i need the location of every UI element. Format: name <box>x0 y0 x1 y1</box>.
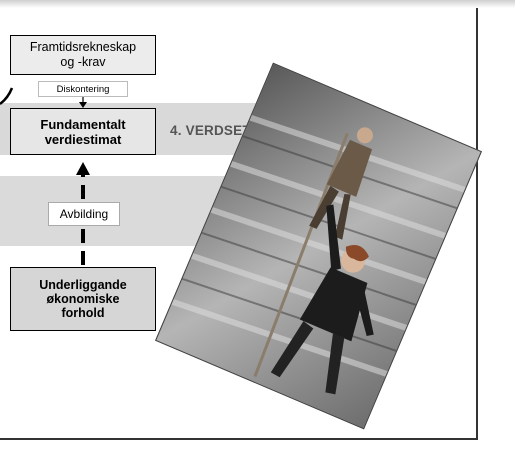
woman-figure <box>270 204 374 395</box>
fundamental-value-line2: verdiestimat <box>44 131 122 147</box>
banknote-texture <box>156 108 480 382</box>
fundamental-value-line1: Fundamentalt <box>40 116 126 132</box>
economic-conditions-box: Underliggande økonomiske forhold <box>10 267 156 331</box>
economic-conditions-line2: økonomiske <box>46 292 120 306</box>
man-figure <box>309 127 373 240</box>
edge-curve <box>0 87 14 105</box>
future-accounts-line1: Framtidsrekneskap <box>29 40 137 54</box>
economic-conditions-line3: forhold <box>61 306 105 320</box>
rope <box>253 132 349 378</box>
mapping-arrowhead <box>76 162 90 175</box>
economic-conditions-line1: Underliggande <box>39 278 127 292</box>
future-accounts-line2: og -krav <box>60 55 106 69</box>
fundamental-value-box: Fundamentalt verdiestimat <box>10 108 156 155</box>
future-accounts-box: Framtidsrekneskap og -krav <box>10 35 156 75</box>
top-edge-shadow <box>0 0 515 8</box>
illustration-photo <box>155 62 482 430</box>
discounting-label: Diskontering <box>38 81 128 97</box>
discount-arrowhead <box>79 102 87 108</box>
mapping-label: Avbilding <box>48 202 120 226</box>
